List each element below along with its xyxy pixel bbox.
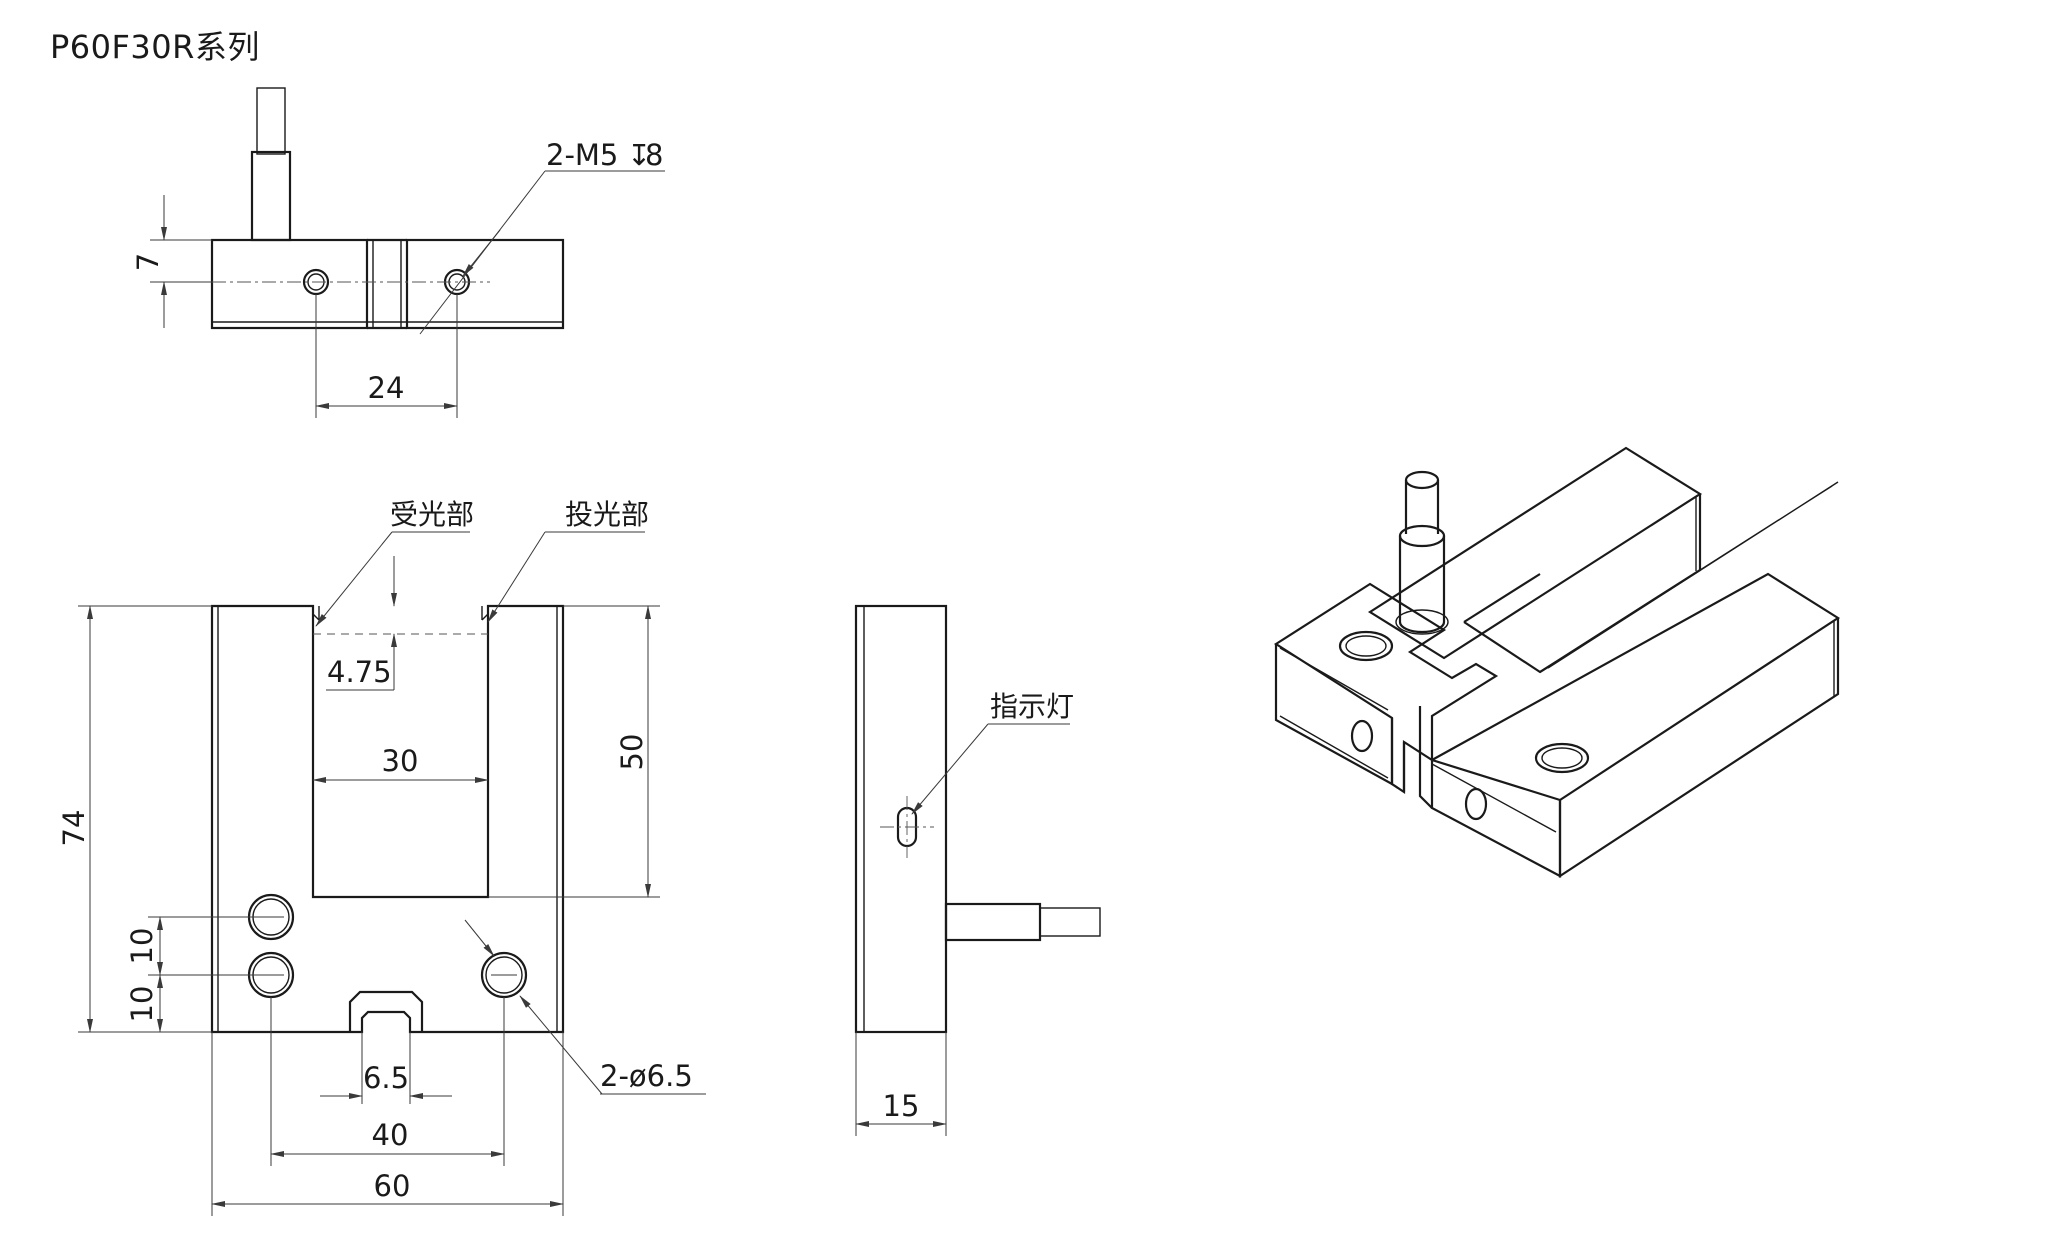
iso-cable-top [1404, 470, 1440, 490]
side-view: 指示灯 15 [854, 604, 1101, 1136]
dim-slot-depth: 50 [615, 734, 649, 771]
top-cable-outer [256, 87, 286, 155]
hole-callout: 2-ø6.5 [600, 1059, 693, 1093]
iso-cable-boot-top [1398, 524, 1446, 548]
iso-cable-outer [1404, 480, 1440, 534]
dim-hole-spacing: 40 [372, 1118, 409, 1152]
iso-base-top [1273, 582, 1499, 795]
label-indicator: 指示灯 [990, 690, 1074, 723]
dim-thickness: 15 [883, 1089, 920, 1123]
dim-hole-pitch-lower: 10 [125, 986, 159, 1023]
dim-slot-width: 30 [382, 744, 419, 778]
iso-top-hole-right [1534, 742, 1590, 774]
iso-back-arm-top [1367, 446, 1703, 660]
front-view: 受光部 投光部 4.75 30 50 74 10 10 6.5 [57, 498, 706, 1216]
front-hole-lower-right-inner [485, 956, 523, 994]
side-cable-boot [944, 902, 1042, 942]
iso-top-hole-right-inner [1541, 747, 1583, 769]
top-thread-depth: 8 [645, 138, 663, 172]
front-leader-emitter [487, 531, 546, 623]
iso-slot-inner [1463, 573, 1557, 674]
dim-notch-width: 6.5 [363, 1061, 409, 1095]
label-receiver: 受光部 [390, 498, 474, 531]
indicator-leader [911, 723, 989, 815]
top-dim-7: 7 [131, 253, 165, 271]
iso-base-left-edge [1279, 647, 1389, 711]
iso-front-arm-top [1431, 572, 1841, 801]
iso-side-hole-right [1464, 787, 1488, 821]
drawing-title: P60F30R系列 [50, 28, 260, 66]
iso-side-hole-left [1350, 719, 1374, 753]
side-cable-outer [1039, 907, 1101, 937]
isometric-view [1273, 446, 1841, 879]
iso-cable-boot [1398, 536, 1446, 634]
dim-total-width: 60 [374, 1169, 411, 1203]
top-cable-boot [250, 150, 292, 242]
dim-total-height: 74 [57, 810, 91, 847]
depth-symbol-icon: ↧ [627, 138, 651, 172]
front-notch [348, 990, 424, 1032]
iso-front-arm-right [1558, 618, 1840, 879]
iso-notch [1402, 706, 1433, 809]
hole-leader-arrow-a [464, 919, 495, 957]
iso-slot-floor [1539, 481, 1839, 673]
dim-slot-offset: 4.75 [327, 655, 392, 689]
top-body-right [405, 238, 565, 330]
top-leader-thread-arrow [462, 229, 501, 277]
label-emitter: 投光部 [565, 498, 649, 531]
iso-base-left-edge-b [1279, 715, 1389, 779]
dim-hole-pitch-upper: 10 [125, 928, 159, 965]
iso-base-left-face [1274, 644, 1394, 786]
front-leader-receiver [315, 531, 393, 627]
iso-top-hole-left-inner [1345, 635, 1387, 657]
iso-front-face-edge [1431, 763, 1557, 833]
iso-cable-base [1395, 609, 1449, 635]
top-thread-callout: 2-M5 [546, 138, 618, 172]
iso-top-hole-left [1338, 630, 1394, 662]
hole-leader [519, 995, 603, 1095]
iso-back-arm-right-face [1539, 494, 1702, 673]
iso-front-face [1430, 758, 1562, 878]
top-dim-24: 24 [368, 371, 405, 405]
front-bevel-slot-r2 [481, 613, 489, 621]
top-view: 24 7 2-M5 ↧ 8 [131, 87, 665, 418]
top-body-left [210, 238, 369, 330]
side-body [854, 604, 948, 1034]
